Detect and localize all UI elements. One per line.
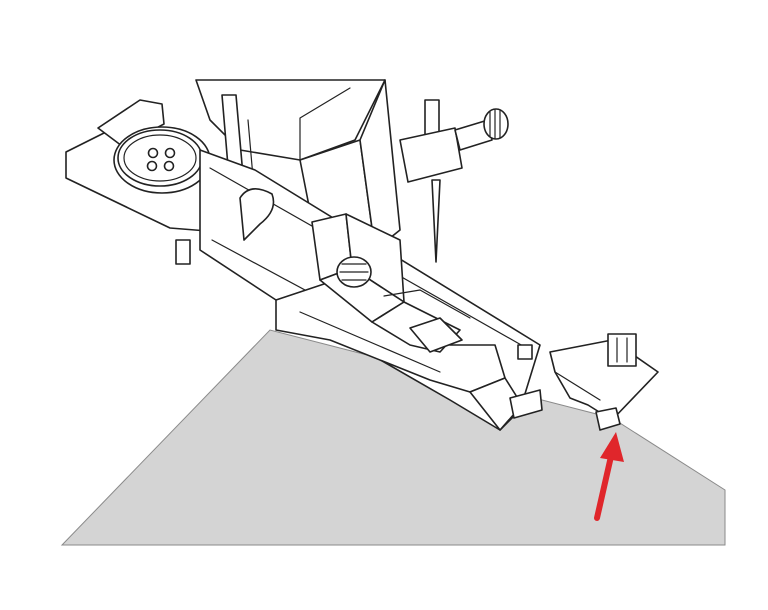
up-arrow-icon <box>594 432 624 521</box>
sensor-lever <box>549 333 659 431</box>
presser-foot-mount <box>311 213 471 353</box>
needle-clamp-screw-icon <box>483 108 509 140</box>
thumb-screw-icon <box>336 256 372 288</box>
needle-assembly <box>399 99 509 263</box>
button-icon <box>117 129 203 187</box>
button-holder <box>65 99 221 265</box>
fabric-sheet <box>60 329 726 546</box>
